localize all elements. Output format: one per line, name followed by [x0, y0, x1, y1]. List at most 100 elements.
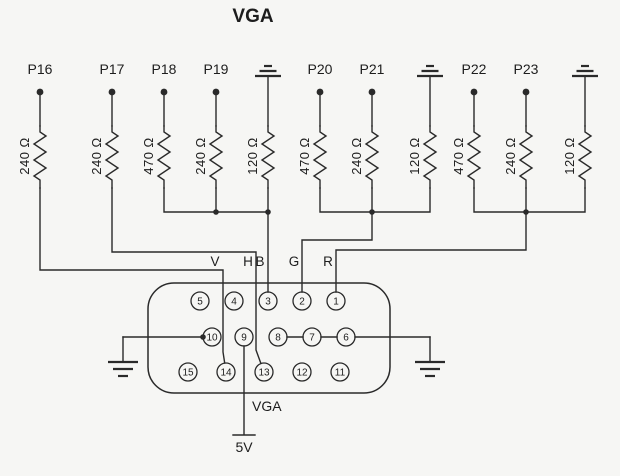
column-p20: P20 470 Ω — [297, 61, 333, 189]
power-5v: 5V — [232, 345, 256, 455]
resistor-icon — [157, 125, 171, 189]
signal-labels: V H B G R — [210, 254, 333, 269]
column-p21: P21 240 Ω — [349, 61, 385, 189]
resistor-value: 470 Ω — [297, 137, 312, 175]
svg-text:5: 5 — [197, 297, 203, 308]
connector-label: VGA — [252, 398, 282, 414]
resistor-value: 240 Ω — [17, 137, 32, 175]
ground-left — [106, 334, 206, 378]
wire-vsync — [39, 187, 226, 364]
resistor-value: 240 Ω — [89, 137, 104, 175]
connector-pin-4: 4 — [224, 291, 244, 311]
resistor-icon — [313, 125, 327, 189]
connector-pin-15: 15 — [178, 362, 198, 382]
resistor-icon — [578, 125, 592, 189]
connector-pin-6: 6 — [336, 327, 356, 347]
connector-pin-11: 11 — [330, 362, 350, 382]
svg-text:4: 4 — [231, 297, 237, 308]
terminal-label-p22: P22 — [462, 61, 487, 77]
svg-text:3: 3 — [265, 297, 271, 308]
terminal-label-p18: P18 — [152, 61, 177, 77]
junction-dot — [369, 209, 375, 215]
connector-pin-3: 3 — [258, 291, 278, 311]
junction-dot — [523, 209, 529, 215]
svg-text:6: 6 — [343, 333, 349, 344]
wire-green — [301, 187, 431, 293]
svg-text:2: 2 — [299, 297, 305, 308]
svg-text:8: 8 — [275, 333, 281, 344]
ground-icon — [106, 335, 140, 378]
resistor-value: 240 Ω — [193, 137, 208, 175]
resistor-value: 470 Ω — [451, 137, 466, 175]
signal-label-h: H — [243, 254, 253, 269]
resistor-icon — [519, 125, 533, 189]
connector-pin-1: 1 — [326, 291, 346, 311]
column-gnd-r: 120 Ω — [562, 64, 600, 189]
column-gnd-b: 120 Ω — [245, 64, 283, 189]
wire-red — [335, 187, 586, 293]
column-p18: P18 470 Ω — [141, 61, 177, 189]
ground-icon — [415, 64, 445, 128]
column-p17: P17 240 Ω — [89, 61, 125, 189]
resistor-icon — [467, 125, 481, 189]
column-gnd-g: 120 Ω — [407, 64, 445, 189]
vga-connector: 5 4 3 2 1 10 9 8 7 6 15 14 13 12 11 VGA — [147, 282, 391, 414]
svg-text:14: 14 — [220, 368, 232, 379]
svg-text:10: 10 — [206, 333, 218, 344]
resistor-value: 240 Ω — [349, 137, 364, 175]
connector-pin-5: 5 — [190, 291, 210, 311]
terminal-label-p20: P20 — [308, 61, 333, 77]
resistor-icon — [365, 125, 379, 189]
ground-right — [286, 335, 447, 378]
connector-pin-14: 14 — [216, 362, 236, 382]
resistor-value: 470 Ω — [141, 137, 156, 175]
connector-pin-12: 12 — [292, 362, 312, 382]
connector-pin-8: 8 — [268, 327, 288, 347]
svg-text:1: 1 — [333, 297, 339, 308]
terminal-dot — [211, 87, 221, 127]
power-label: 5V — [235, 439, 253, 455]
resistor-value: 120 Ω — [407, 137, 422, 175]
terminal-dot — [315, 87, 325, 127]
signal-label-v: V — [210, 254, 219, 269]
terminal-label-p17: P17 — [100, 61, 125, 77]
ground-icon — [413, 335, 447, 378]
junction-dot — [200, 334, 206, 340]
column-p16: P16 240 Ω — [17, 61, 53, 189]
net-wires — [39, 187, 586, 365]
signal-label-b: B — [255, 254, 264, 269]
svg-text:9: 9 — [241, 333, 247, 344]
ground-icon — [570, 64, 600, 128]
terminal-dot — [35, 87, 45, 127]
junction-dot — [213, 209, 219, 215]
signal-label-r: R — [323, 254, 333, 269]
connector-pin-9: 9 — [234, 327, 254, 347]
wire-blue — [163, 187, 269, 293]
connector-pin-7: 7 — [302, 327, 322, 347]
resistor-icon — [423, 125, 437, 189]
junction-dot — [265, 209, 271, 215]
terminal-label-p23: P23 — [514, 61, 539, 77]
column-p19: P19 240 Ω — [193, 61, 229, 189]
resistor-value: 120 Ω — [245, 137, 260, 175]
wire-5v — [232, 345, 256, 436]
svg-text:12: 12 — [296, 368, 308, 379]
resistor-icon — [209, 125, 223, 189]
svg-text:15: 15 — [182, 368, 194, 379]
terminal-dot — [159, 87, 169, 127]
terminal-dot — [521, 87, 531, 127]
terminal-label-p16: P16 — [28, 61, 53, 77]
signal-label-g: G — [289, 254, 300, 269]
diagram-title: VGA — [232, 6, 273, 27]
resistor-icon — [105, 125, 119, 189]
terminal-label-p21: P21 — [360, 61, 385, 77]
terminal-dot — [367, 87, 377, 127]
terminal-label-p19: P19 — [204, 61, 229, 77]
wire-hsync — [111, 187, 262, 365]
svg-text:7: 7 — [309, 333, 315, 344]
terminal-dot — [469, 87, 479, 127]
connector-outline — [147, 282, 391, 394]
connector-pin-2: 2 — [292, 291, 312, 311]
